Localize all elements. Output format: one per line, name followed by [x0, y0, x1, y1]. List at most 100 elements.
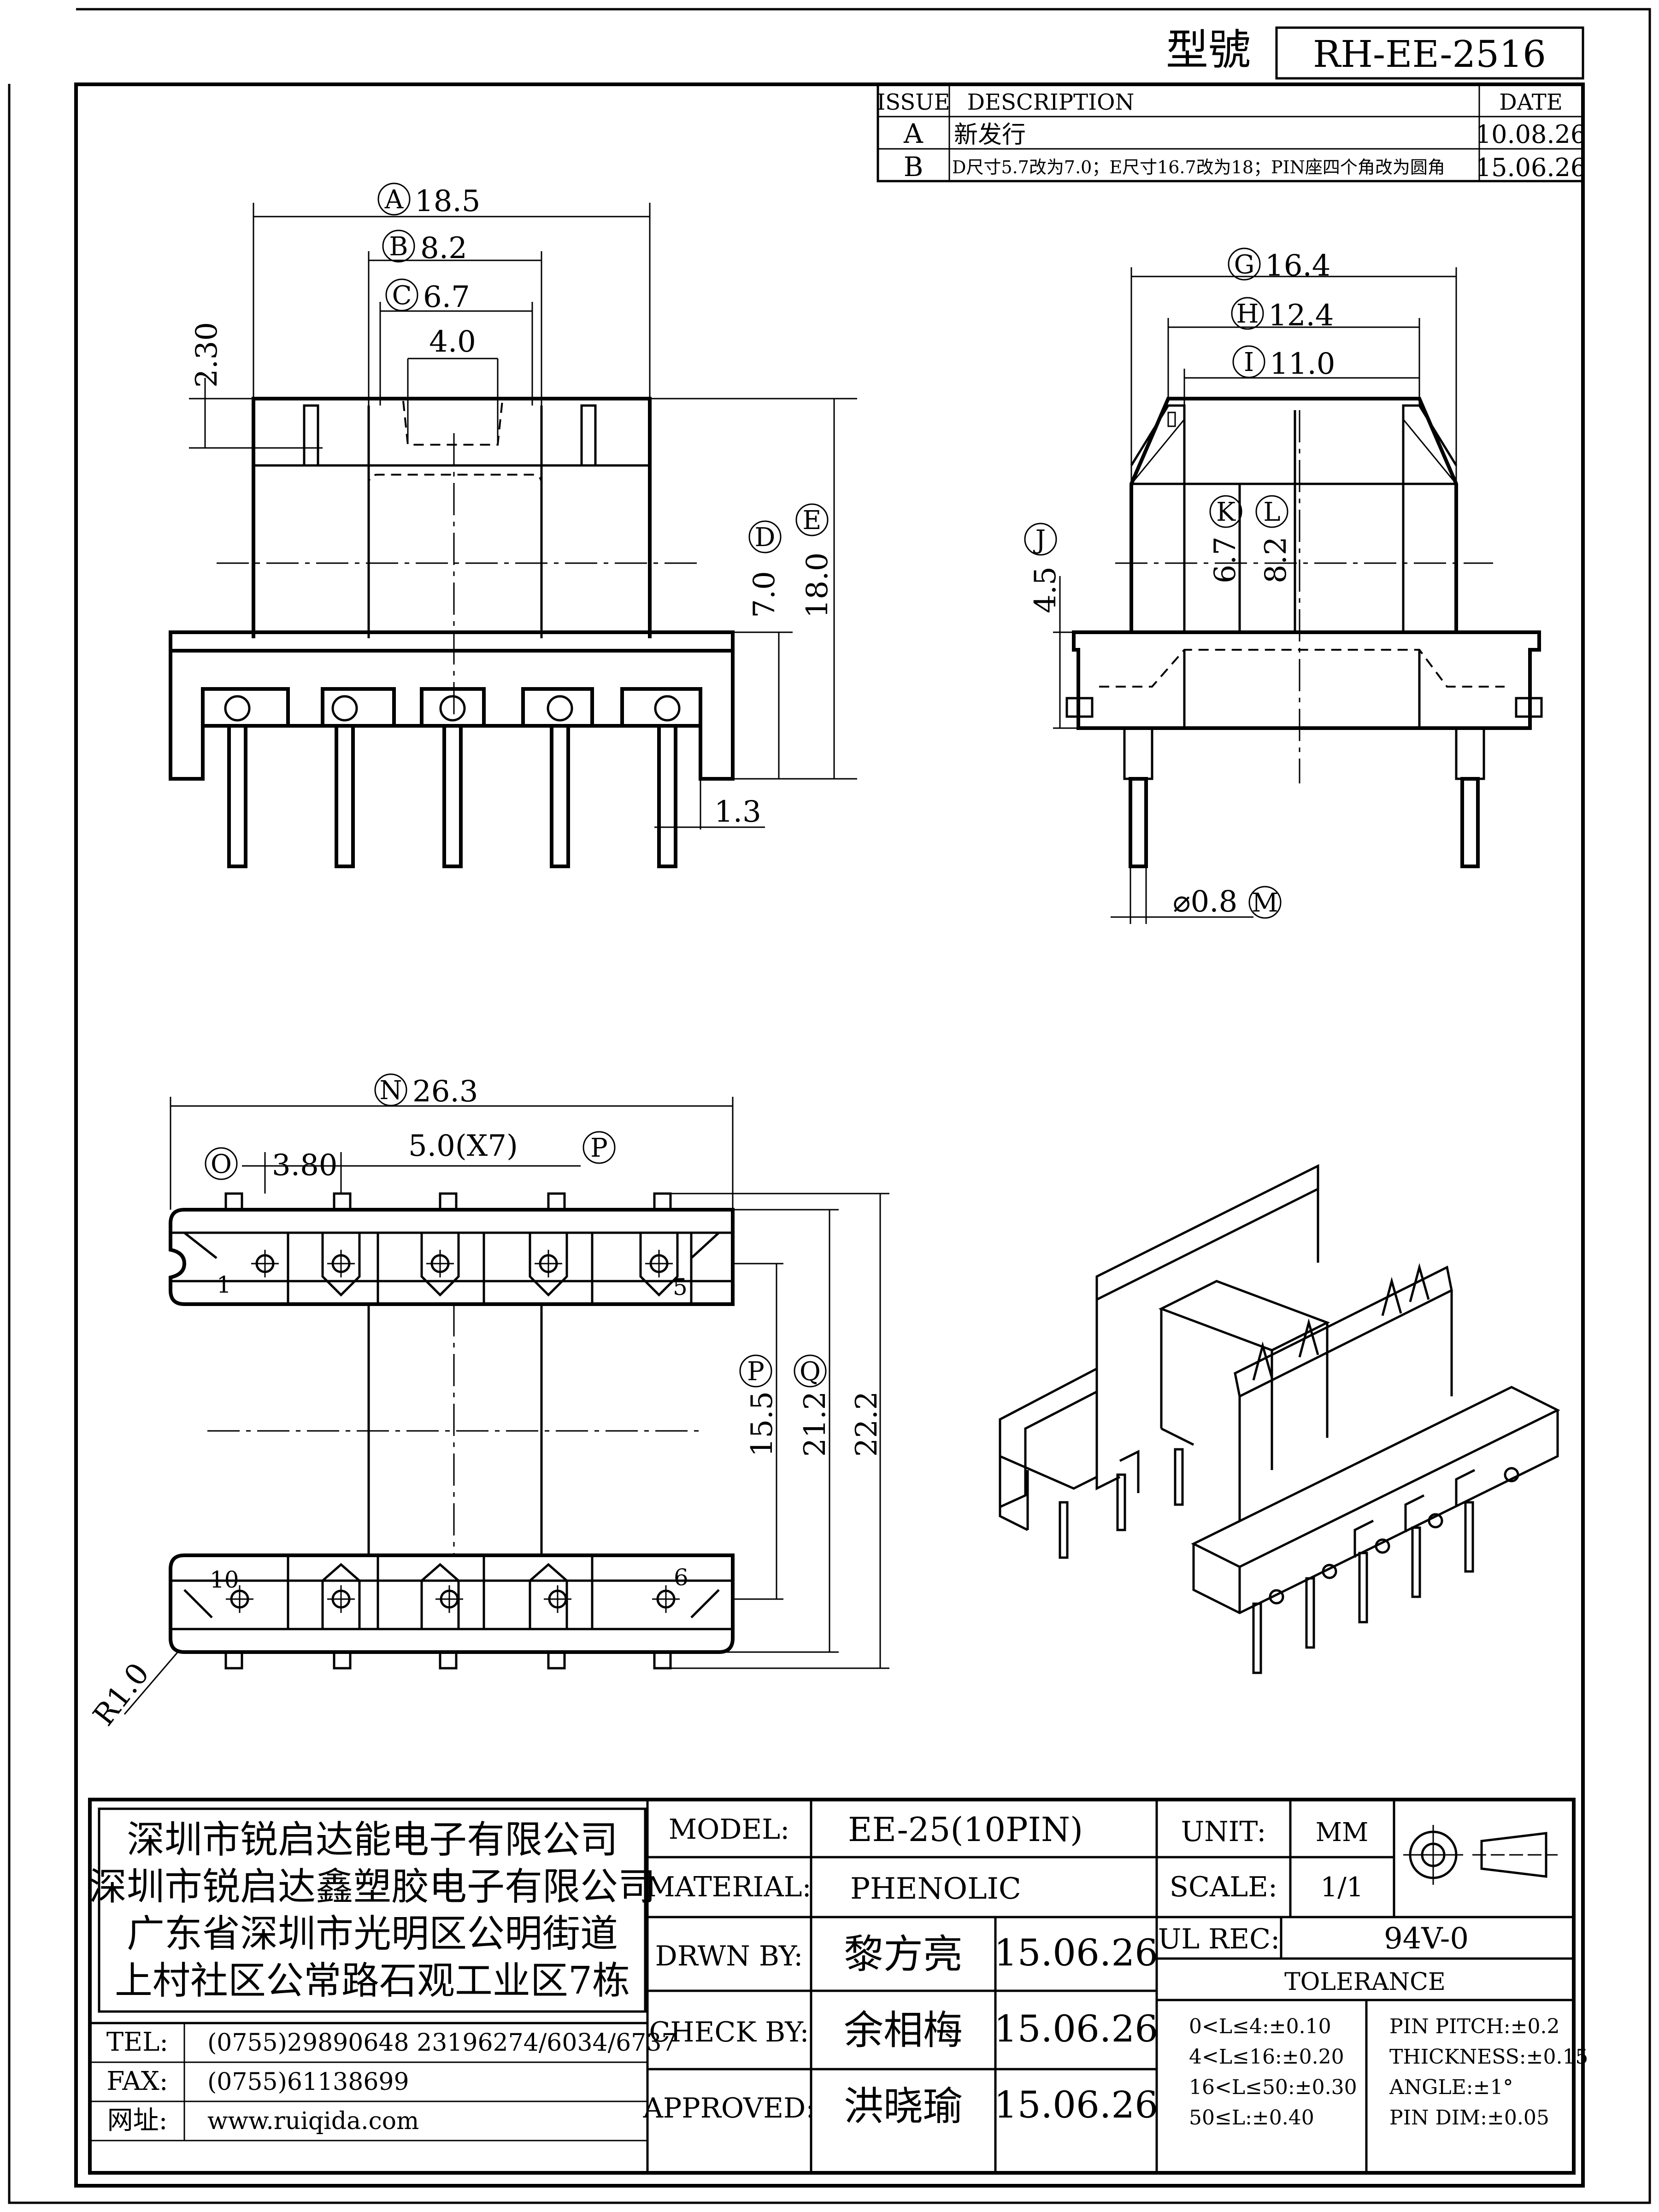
- dim-D-value: 7.0: [747, 571, 782, 618]
- pin-label-1: 1: [217, 1271, 231, 1298]
- unit-field-value: MM: [1316, 1818, 1369, 1847]
- dim-K-value: 6.7: [1208, 536, 1242, 583]
- check-field-label: CHECK BY:: [649, 2016, 809, 2048]
- dim-N-value: 26.3: [412, 1075, 478, 1109]
- model-field-value: EE-25(10PIN): [848, 1810, 1083, 1849]
- drawn-field-label: DRWN BY:: [655, 1940, 803, 1972]
- approved-date: 15.06.26: [994, 2083, 1158, 2126]
- material-field-label: MATERIAL:: [647, 1871, 812, 1903]
- scale-field-label: SCALE:: [1170, 1871, 1277, 1903]
- tol-left-1: 0<L≤4:±0.10: [1189, 2015, 1331, 2038]
- pin-label-5: 5: [673, 1274, 688, 1300]
- dim-G-label: G: [1234, 250, 1255, 280]
- tol-right-4: PIN DIM:±0.05: [1389, 2106, 1549, 2130]
- revision-table: ISSUE DESCRIPTION DATE A 新发行 10.08.26 B …: [877, 83, 1586, 182]
- approved-field-label: APPROVED:: [643, 2092, 815, 2124]
- tolerance-title: TOLERANCE: [1284, 1968, 1446, 1996]
- bottom-view: 1 5 10 6 N 26.3 O 3.80 5.0(X7) P 15.5 P …: [87, 1073, 889, 1732]
- dim-1-3: 1.3: [714, 795, 761, 829]
- dim-E-value: 18.0: [800, 553, 835, 618]
- tol-right-2: THICKNESS:±0.15: [1389, 2045, 1588, 2069]
- check-date: 15.06.26: [994, 2007, 1158, 2050]
- dim-2-30: 2.30: [190, 322, 224, 388]
- company-line-3: 广东省深圳市光明区公明街道: [127, 1912, 618, 1956]
- approved-name: 洪晓瑜: [844, 2083, 963, 2130]
- dim-M-label: M: [1252, 888, 1278, 918]
- dim-L-label: L: [1263, 497, 1280, 527]
- rev-header-date: DATE: [1499, 89, 1563, 115]
- contact-tel-value: (0755)29890648 23196274/6034/6737: [207, 2029, 677, 2057]
- tol-left-2: 4<L≤16:±0.20: [1189, 2045, 1344, 2069]
- dim-C-label: C: [392, 281, 412, 311]
- dim-I-value: 11.0: [1270, 347, 1335, 381]
- dim-P-label: P: [590, 1133, 608, 1163]
- dim-G-value: 16.4: [1265, 249, 1331, 283]
- dim-D-label: D: [755, 523, 776, 553]
- rev-header-description: DESCRIPTION: [967, 89, 1135, 115]
- dim-P2-label: P: [747, 1357, 765, 1387]
- rev-b-description: D尺寸5.7改为7.0；E尺寸16.7改为18；PIN座四个角改为圆角: [952, 157, 1445, 177]
- dim-A-value: 18.5: [415, 184, 481, 218]
- dim-L-value: 8.2: [1259, 536, 1293, 583]
- dim-J-label: J: [1033, 525, 1046, 555]
- scale-field-value: 1/1: [1320, 1871, 1363, 1903]
- dim-H-value: 12.4: [1268, 299, 1334, 333]
- dim-M-value: ⌀0.8: [1173, 885, 1237, 919]
- dim-B-label: B: [389, 232, 408, 262]
- dim-22-2: 22.2: [850, 1391, 884, 1457]
- pin-holes-top: [251, 1250, 673, 1277]
- contact-fax-label: FAX:: [106, 2066, 168, 2096]
- dim-Q-value: 21.2: [798, 1391, 832, 1457]
- isometric-view: [999, 1164, 1560, 1674]
- front-view: A 18.5 B 8.2 C 6.7 4.0 2.30 7.0 D 18.0 E: [169, 182, 857, 868]
- dim-K-label: K: [1216, 497, 1236, 527]
- dim-P2-value: 15.5: [745, 1391, 779, 1457]
- model-number: RH-EE-2516: [1313, 33, 1546, 76]
- company-line-2: 深圳市锐启达鑫塑胶电子有限公司: [89, 1865, 656, 1909]
- dim-J-value: 4.5: [1029, 566, 1063, 613]
- drawn-date: 15.06.26: [994, 1931, 1158, 1974]
- model-label: 型號: [1166, 25, 1251, 75]
- title-block: 深圳市锐启达能电子有限公司 深圳市锐启达鑫塑胶电子有限公司 广东省深圳市光明区公…: [88, 1798, 1588, 2175]
- pin-label-6: 6: [674, 1564, 688, 1591]
- dim-C-value: 6.7: [423, 280, 470, 314]
- projection-symbol-icon: [1403, 1825, 1558, 1885]
- tol-left-3: 16<L≤50:±0.30: [1189, 2076, 1357, 2099]
- model-field-label: MODEL:: [669, 1813, 790, 1846]
- dim-O-label: O: [211, 1149, 232, 1179]
- dim-E-label: E: [803, 506, 822, 535]
- tol-right-3: ANGLE:±1°: [1389, 2076, 1513, 2099]
- contact-web-value: www.ruiqida.com: [207, 2107, 419, 2135]
- contact-fax-value: (0755)61138699: [207, 2068, 409, 2096]
- tol-left-4: 50≤L:±0.40: [1189, 2106, 1314, 2130]
- drawn-name: 黎方亮: [844, 1931, 963, 1977]
- unit-field-label: UNIT:: [1181, 1816, 1266, 1848]
- dim-Q-label: Q: [800, 1357, 821, 1387]
- rev-a-description: 新发行: [954, 121, 1026, 149]
- pin-label-10: 10: [210, 1566, 239, 1593]
- ul-field-value: 94V-0: [1384, 1922, 1469, 1956]
- side-view: G 16.4 H 12.4 I 11.0 4.5 J 6.7 K 8.2 L ⌀…: [1024, 247, 1543, 924]
- company-line-4: 上村社区公常路石观工业区7栋: [115, 1959, 630, 2003]
- check-name: 余相梅: [844, 2007, 963, 2053]
- dim-B-value: 8.2: [420, 231, 467, 265]
- dim-4-0: 4.0: [429, 325, 476, 359]
- sheet-border: [8, 8, 1651, 2204]
- rev-a-date: 10.08.26: [1476, 120, 1586, 149]
- rev-b-issue: B: [904, 151, 924, 182]
- rev-a-issue: A: [903, 118, 924, 149]
- dim-N-label: N: [380, 1076, 402, 1106]
- dim-I-label: I: [1244, 347, 1254, 377]
- pin-holes-bottom: [226, 1585, 680, 1613]
- rev-b-date: 15.06.26: [1476, 153, 1586, 182]
- company-line-1: 深圳市锐启达能电子有限公司: [127, 1818, 618, 1862]
- rev-header-issue: ISSUE: [877, 89, 950, 115]
- dim-radius: R1.0: [87, 1657, 156, 1732]
- dim-O-value: 3.80: [272, 1148, 338, 1182]
- material-field-value: PHENOLIC: [850, 1872, 1021, 1906]
- dim-pitch: 5.0(X7): [408, 1129, 518, 1163]
- contact-web-label: 网址:: [107, 2106, 168, 2136]
- model-header: 型號 RH-EE-2516: [1166, 25, 1584, 80]
